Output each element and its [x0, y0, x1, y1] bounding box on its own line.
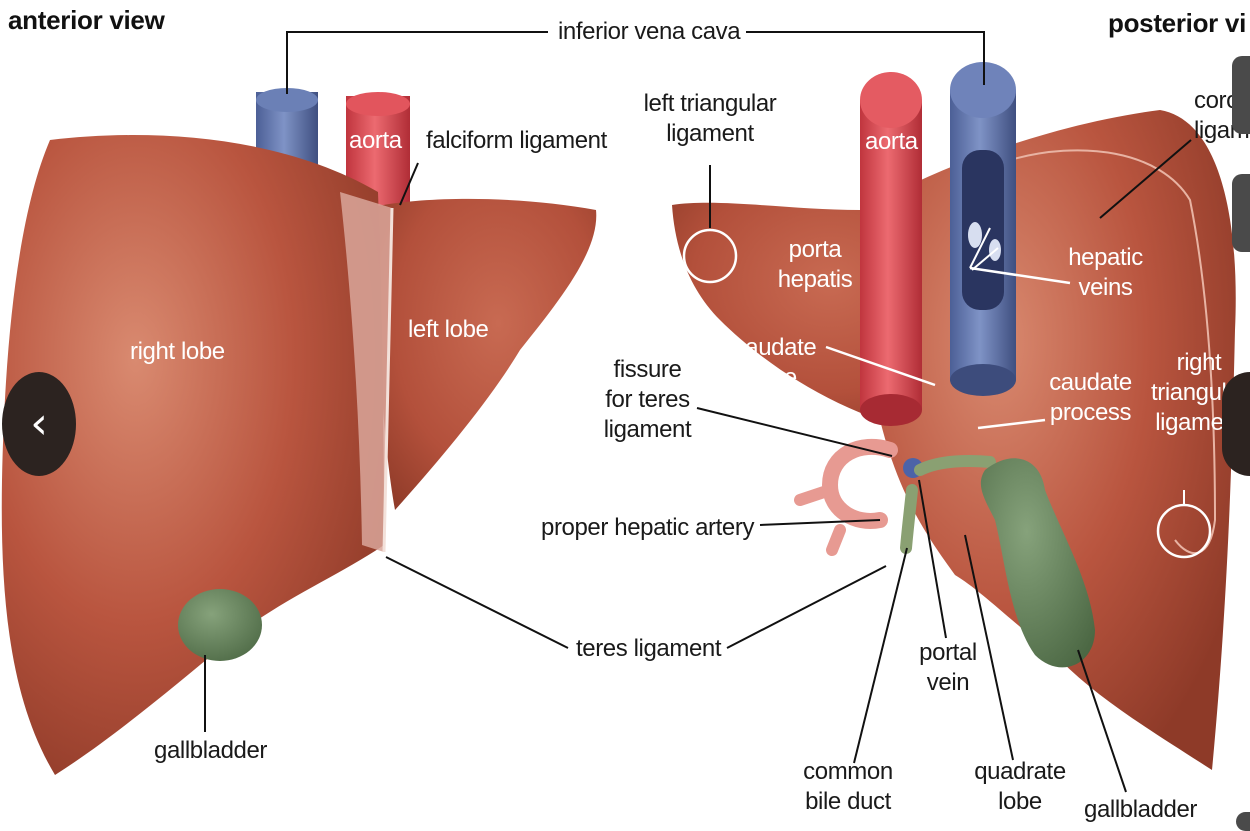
label-falciform-ligament: falciform ligament — [426, 127, 607, 154]
side-panel-tab-1[interactable] — [1232, 56, 1250, 134]
left-triangular-circle — [682, 228, 738, 284]
carousel-next-button[interactable] — [1222, 372, 1250, 476]
carousel-prev-button[interactable]: ‹ — [2, 372, 76, 476]
gallbladder-posterior — [980, 458, 1095, 668]
label-aorta-posterior: aorta — [865, 128, 918, 155]
bile-duct-shape — [900, 454, 996, 554]
label-left-lobe: left lobe — [408, 316, 489, 343]
ivc-posterior — [950, 62, 1016, 396]
chevron-left-icon: ‹ — [30, 398, 48, 449]
label-proper-hepatic-artery: proper hepatic artery — [541, 514, 755, 541]
right-lobe-shape — [1, 135, 384, 776]
hepatic-artery-shape — [821, 438, 898, 529]
label-teres-ligament: teres ligament — [576, 635, 722, 662]
anterior-view — [1, 88, 597, 776]
side-panel-tab-2[interactable] — [1232, 174, 1250, 252]
label-right-lobe: right lobe — [130, 338, 225, 365]
falciform-ligament-shape — [340, 192, 392, 552]
gallbladder-anterior — [178, 589, 262, 661]
aorta-posterior — [860, 72, 922, 426]
label-gallbladder-anterior: gallbladder — [154, 737, 268, 764]
posterior-view-heading: posterior vi — [1108, 8, 1246, 38]
label-gallbladder-posterior: gallbladder — [1084, 796, 1198, 823]
label-aorta-anterior: aorta — [349, 127, 402, 154]
anterior-view-heading: anterior view — [8, 5, 165, 35]
posterior-view — [672, 62, 1236, 770]
label-inferior-vena-cava: inferior vena cava — [558, 18, 741, 45]
side-panel-tab-3[interactable] — [1236, 812, 1250, 831]
left-lobe-shape — [378, 198, 597, 511]
leader-lines — [204, 31, 1192, 793]
